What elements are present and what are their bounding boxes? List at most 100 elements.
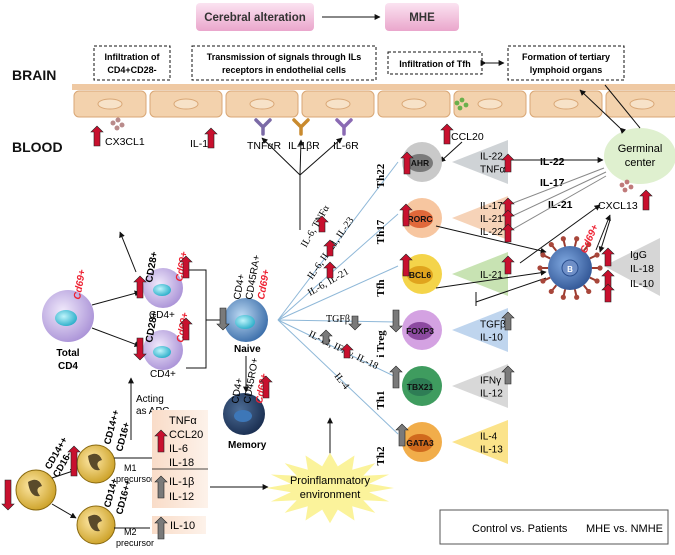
- ccl20-dots: [454, 97, 469, 111]
- memory-label: Memory: [228, 440, 267, 451]
- endothelial-nucleus: [477, 98, 503, 110]
- cx3cl1-label: CX3CL1: [105, 136, 145, 148]
- cerebral-alteration-box: [196, 3, 314, 31]
- naive-cd69: Cd69+: [256, 269, 272, 301]
- signals-box: [191, 45, 377, 81]
- tnfar-label: TNFαR: [247, 140, 281, 152]
- subset-cytokine: IL-21: [480, 214, 503, 225]
- b-cd69-label: Cd69+: [579, 223, 601, 255]
- gray-up-arrow: [501, 311, 515, 331]
- m2-cytokine-il10: IL-10: [170, 520, 195, 532]
- subset-name: Th1: [375, 391, 387, 410]
- infiltration-tfh-label: Infiltration of Tfh: [399, 59, 470, 69]
- m1-cytokine: IL-1β: [169, 476, 194, 488]
- red-up-arrow: [501, 153, 515, 173]
- total-cd4-cell: [42, 290, 94, 342]
- subset-cytokine-triangle: [452, 364, 508, 408]
- subset-cytokine-triangle: [452, 420, 508, 464]
- b-products-triangle: [604, 238, 660, 296]
- il6r-receptor-icon: [335, 118, 353, 136]
- il21-flow-label: IL-21: [548, 199, 573, 211]
- m1-cytokine: IL-18: [169, 457, 194, 469]
- total-cd4-cd69: Cd69+: [72, 269, 88, 301]
- cd28-up-cd4: CD4+: [149, 310, 175, 321]
- red-up-arrow: [399, 253, 413, 277]
- m1-cytokine: IL-6: [169, 443, 188, 455]
- cerebral-alteration-label: Cerebral alteration: [204, 12, 306, 24]
- m1-label-line2: precursor: [116, 474, 154, 484]
- red-up-arrow: [179, 255, 193, 279]
- t-helper-subsets: Th22AHRIL-22TNFαTh17RORCIL-17IL-21IL-22T…: [375, 140, 508, 465]
- polarizing-fan: [277, 161, 399, 435]
- gray-up-arrow: [154, 516, 168, 540]
- red-up-arrow: [323, 239, 337, 257]
- memory-cell: [223, 393, 265, 435]
- red-up-arrow: [259, 375, 273, 399]
- endothelial-nucleus: [629, 98, 655, 110]
- subset-cytokine: IL-10: [480, 333, 503, 344]
- subset-cytokine: TNFα: [480, 165, 505, 176]
- mono-cell: [15, 469, 57, 511]
- subset-nucleus: [407, 154, 433, 172]
- cd28-down-cell: [143, 330, 183, 370]
- red-up-arrow: [315, 215, 329, 233]
- receptor-tree: [261, 137, 343, 230]
- gray-up-arrow: [319, 329, 333, 345]
- legend-box: [439, 509, 669, 545]
- b-product-il18: IL-18: [630, 263, 654, 275]
- m2-cytokine-box: [152, 516, 206, 534]
- subset-cytokine: IL-12: [480, 389, 503, 400]
- brain-section-label: BRAIN: [12, 67, 56, 83]
- red-up-arrow: [90, 125, 104, 147]
- b-product-il10: IL-10: [630, 278, 654, 290]
- cxcl13-label: CXCL13: [598, 200, 638, 212]
- subset-cytokine: TGFβ: [480, 320, 506, 331]
- gray-down-arrow: [348, 315, 362, 331]
- subset-tf: RORC: [407, 214, 432, 224]
- subset-cytokine: IL-17: [480, 201, 503, 212]
- cd28-up-cd28: CD28+: [144, 251, 160, 284]
- cd4-links: [91, 231, 224, 369]
- endothelial-nucleus: [249, 98, 275, 110]
- tertiary-line2: lymphoid organs: [530, 65, 603, 75]
- il6r-label: IL-6R: [333, 140, 359, 152]
- memory-cd4: CD4+: [230, 377, 245, 405]
- subset-name: Th17: [375, 219, 387, 244]
- subset-nucleus: [407, 210, 433, 228]
- subset-tf: GATA3: [406, 438, 434, 448]
- legend-gray-label: Control vs. Patients: [472, 523, 568, 535]
- red-up-arrow: [501, 255, 515, 275]
- total-cd4-line1: Total: [56, 348, 79, 359]
- red-down-arrow: [1, 479, 15, 511]
- mhe-label: MHE: [409, 12, 435, 24]
- total-cd4-line2: CD4: [58, 361, 78, 372]
- mhe-box: [385, 3, 459, 31]
- il1br-receptor-icon: [292, 118, 310, 136]
- red-up-arrow: [204, 127, 218, 149]
- germinal-center-line1: Germinal: [618, 143, 663, 155]
- m1-cytokine: CCL20: [169, 429, 203, 441]
- m2-cell: [76, 505, 116, 545]
- ccl20-label: CCL20: [451, 131, 484, 143]
- infiltration-cd4cd28-box: [93, 45, 171, 81]
- signals-line2: receptors in endothelial cells: [222, 65, 346, 75]
- subset-nucleus: [407, 322, 433, 340]
- subset-cytokine-triangle: [452, 196, 508, 240]
- proinflammatory-burst: [266, 452, 394, 524]
- proinflammatory-line2: environment: [300, 489, 361, 501]
- infiltration-cd4cd28-line1: Infiltration of: [105, 52, 161, 62]
- tfh-b-links: [435, 214, 611, 306]
- red-up-arrow: [133, 275, 147, 299]
- m1-cytokine: IL-12: [169, 491, 194, 503]
- endothelial-nucleus: [553, 98, 579, 110]
- subset-name: i Treg: [375, 330, 387, 358]
- red-up-arrow: [323, 261, 337, 279]
- red-up-arrow: [400, 151, 414, 175]
- red-up-arrow: [601, 247, 615, 267]
